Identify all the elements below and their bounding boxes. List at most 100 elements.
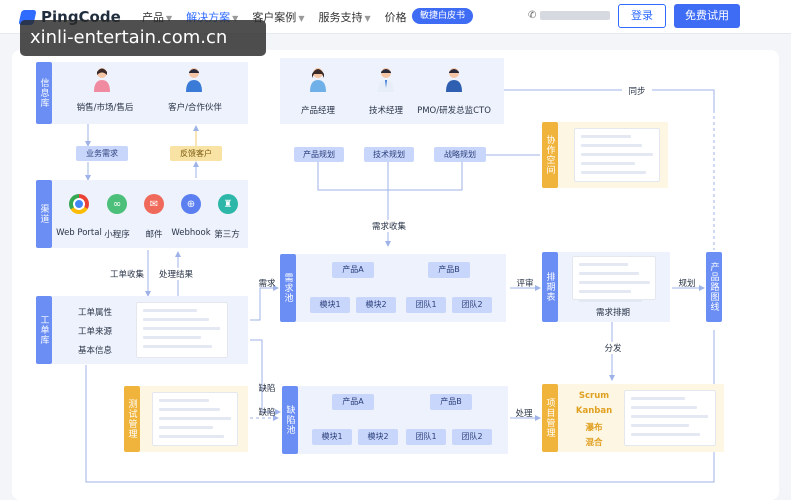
phone-number-blurred [540, 11, 611, 20]
chevron-down-icon: ▼ [364, 14, 371, 23]
label-req-collect: 需求收集 [364, 220, 414, 232]
plan-tech: 技术规划 [364, 147, 414, 162]
screenshot-row [581, 135, 632, 138]
req-module-1: 模块1 [310, 297, 350, 313]
bug-product-a: 产品A [332, 394, 374, 410]
screenshot-row [631, 406, 697, 409]
phone-contact: ✆ [528, 10, 611, 21]
label-sync: 同步 [622, 85, 652, 97]
req-pool-bar: 需求池 [280, 254, 296, 322]
screenshot-row [631, 397, 685, 400]
ticket-basic-info: 基本信息 [77, 346, 112, 356]
free-trial-button[interactable]: 免费试用 [674, 4, 740, 28]
req-product-a: 产品A [332, 262, 374, 278]
req-product-b: 产品B [428, 262, 470, 278]
method-waterfall: 瀑布 [585, 423, 603, 433]
phone-icon: ✆ [528, 10, 537, 21]
role-sales: 销售/市场/售后 [76, 103, 134, 113]
chevron-down-icon: ▼ [232, 14, 239, 23]
whitepaper-button[interactable]: 敏捷白皮书 [412, 8, 474, 24]
channel-third-party: 第三方 [214, 230, 240, 240]
method-scrum: Scrum [578, 391, 610, 401]
channel-miniprogram: 小程序 [104, 230, 130, 240]
bug-product-b: 产品B [430, 394, 472, 410]
miniprogram-icon: ∞ [107, 194, 127, 214]
label-plan: 规划 [678, 279, 696, 289]
channel-bar: 渠道 [36, 180, 52, 248]
nav-item-pricing[interactable]: 价格 [385, 9, 407, 25]
roadmap-bar: 产品路图线 [706, 252, 722, 322]
bug-team-1: 团队1 [406, 429, 446, 445]
bug-module-1: 模块1 [312, 429, 352, 445]
screenshot-row [159, 408, 221, 411]
screenshot-row [581, 144, 643, 147]
screenshot-row [143, 309, 197, 312]
product-manager-icon [310, 68, 326, 92]
info-lib-panel [52, 62, 248, 124]
req-module-2: 模块2 [356, 297, 396, 313]
project-mgmt-bar: 项目管理 [542, 384, 558, 452]
label-result: 处理结果 [156, 268, 196, 280]
screenshot-row [159, 417, 232, 420]
screenshot-row [159, 435, 224, 438]
chrome-icon [69, 194, 89, 214]
bug-module-2: 模块2 [358, 429, 398, 445]
webhook-icon: ⊕ [181, 194, 201, 214]
chevron-down-icon: ▼ [298, 14, 305, 23]
ticket-attr: 工单属性 [77, 308, 112, 318]
chevron-down-icon: ▼ [166, 14, 173, 23]
screenshot-row [143, 345, 213, 348]
collab-screenshot [574, 128, 660, 182]
channel-mail: 邮件 [145, 230, 163, 240]
tech-manager-icon [378, 68, 394, 92]
schedule-screenshot [572, 256, 656, 302]
role-tech-manager: 技术经理 [368, 106, 403, 116]
third-party-icon: ♜ [218, 194, 238, 214]
role-product-manager: 产品经理 [300, 106, 335, 116]
test-mgmt-bar: 测试管理 [124, 386, 140, 452]
label-bug-2: 缺陷 [258, 408, 276, 418]
screenshot-row [579, 299, 643, 302]
customer-person-icon [186, 68, 202, 92]
screenshot-row [579, 281, 650, 284]
plan-strategy: 战略规划 [434, 147, 486, 162]
channel-panel [52, 180, 248, 248]
role-customer: 客户/合作伙伴 [168, 103, 222, 113]
screenshot-row [631, 415, 709, 418]
label-dispatch: 分发 [600, 342, 626, 354]
schedule-caption: 需求排期 [595, 308, 630, 318]
schedule-bar: 排期表 [542, 252, 558, 322]
req-team-1: 团队1 [406, 297, 446, 313]
mail-icon: ✉ [144, 194, 164, 214]
info-lib-bar: 信息库 [36, 62, 52, 124]
tag-business-req: 业务需求 [76, 146, 128, 161]
nav-label: 价格 [384, 11, 407, 24]
screenshot-row [581, 171, 646, 174]
sales-person-icon [94, 68, 110, 92]
screenshot-row [581, 153, 654, 156]
screenshot-row [631, 424, 689, 427]
method-hybrid: 混合 [585, 438, 603, 448]
plan-product: 产品规划 [294, 147, 344, 162]
screenshot-row [143, 318, 209, 321]
screenshot-row [579, 290, 632, 293]
channel-webhook: Webhook [171, 228, 211, 238]
nav-item-support[interactable]: 服务支持▼ [318, 9, 370, 25]
screenshot-row [159, 426, 213, 429]
screenshot-row [143, 327, 221, 330]
screenshot-row [143, 336, 201, 339]
project-screenshot [624, 390, 716, 446]
watermark: xinli-entertain.com.cn [20, 20, 266, 56]
test-screenshot [152, 392, 238, 446]
screenshot-row [579, 263, 629, 266]
screenshot-row [159, 399, 210, 402]
bug-team-2: 团队2 [452, 429, 492, 445]
screenshot-row [581, 162, 635, 165]
req-team-2: 团队2 [452, 297, 492, 313]
tag-feedback: 反馈客户 [170, 146, 222, 161]
channel-web-portal: Web Portal [56, 228, 102, 238]
label-req: 需求 [258, 279, 276, 289]
login-button[interactable]: 登录 [618, 4, 666, 28]
screenshot-row [579, 272, 639, 275]
label-bug-1: 缺陷 [258, 384, 276, 394]
